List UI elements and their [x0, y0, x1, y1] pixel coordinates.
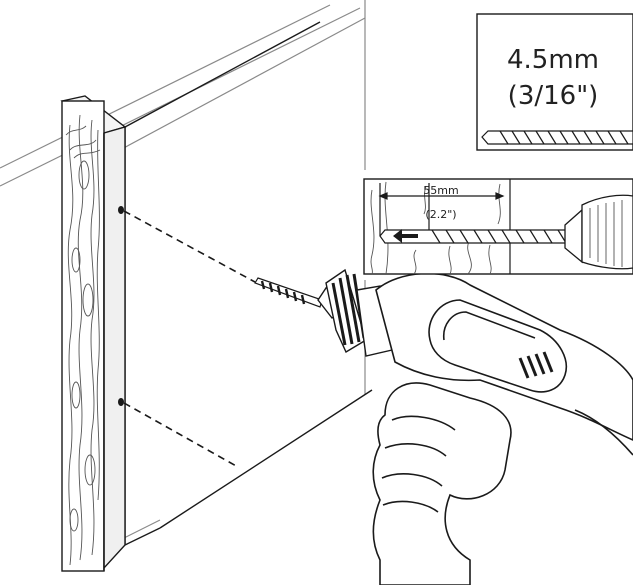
power-drill	[254, 268, 633, 585]
bit-size-inset: 4.5mm (3/16")	[476, 13, 633, 151]
bit-size-metric: 4.5mm	[507, 45, 599, 75]
drill-chuck	[317, 268, 393, 357]
arrow-left-icon	[393, 229, 418, 243]
hand	[372, 382, 633, 585]
depth-drill-chuck	[564, 194, 633, 270]
pilot-holes	[118, 206, 124, 406]
depth-metric: 55mm	[423, 184, 458, 197]
pilot-hole-top	[118, 206, 124, 214]
drill-bit	[254, 277, 323, 308]
wood-grain	[65, 114, 101, 566]
drill-depth-inset: 55mm (2.2")	[363, 178, 633, 275]
bit-size-bit-icon	[481, 130, 633, 145]
drill-body	[375, 272, 633, 441]
bit-size-imperial: (3/16")	[508, 81, 599, 111]
wooden-stile	[60, 95, 127, 572]
pilot-hole-bottom	[118, 398, 124, 406]
depth-imperial: (2.2")	[425, 208, 456, 221]
depth-dimension	[378, 183, 505, 236]
wall-lines	[0, 0, 366, 541]
depth-wood-section	[370, 179, 511, 275]
drill-guide-lines	[123, 210, 256, 468]
